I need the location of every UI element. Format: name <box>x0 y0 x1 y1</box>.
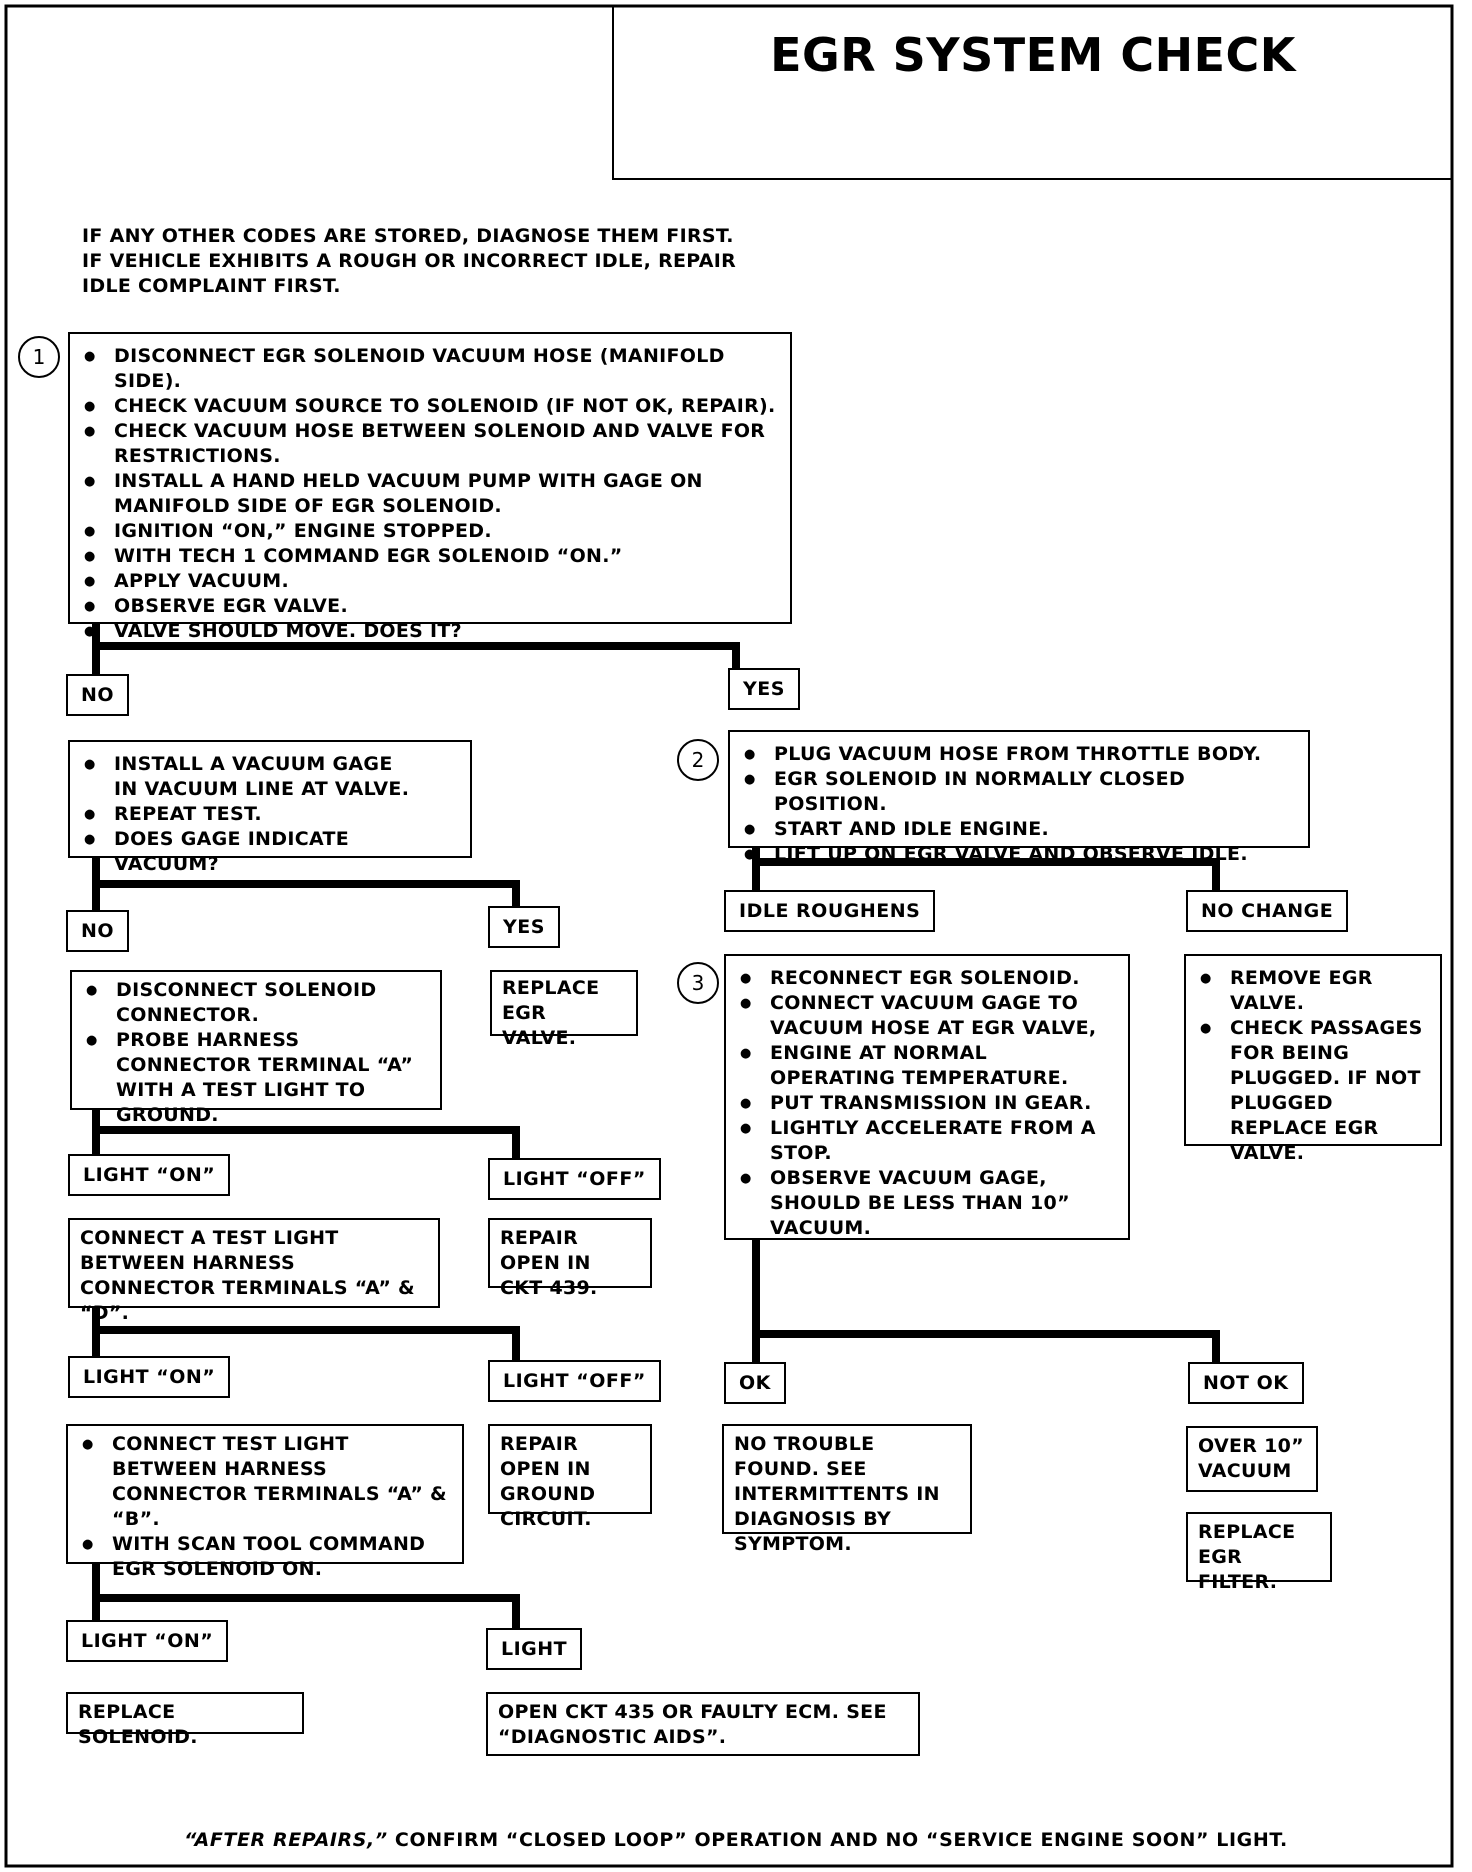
replace-egr-valve-text: REPLACE EGR VALVE. <box>502 977 600 1049</box>
step2-item: LIFT UP ON EGR VALVE AND OBSERVE IDLE. <box>742 842 1296 867</box>
step1-item: DISCONNECT EGR SOLENOID VACUUM HOSE (MAN… <box>82 344 778 394</box>
label-light-off-1: LIGHT “OFF” <box>488 1158 661 1200</box>
repair-open-439-box: REPAIR OPEN IN CKT 439. <box>488 1218 652 1299</box>
precondition-line: IDLE COMPLAINT FIRST. <box>82 275 341 297</box>
replace-egr-filter-box: REPLACE EGR FILTER. <box>1186 1512 1332 1593</box>
label-no-1: NO <box>66 674 130 716</box>
step1-box: DISCONNECT EGR SOLENOID VACUUM HOSE (MAN… <box>68 332 792 644</box>
step1-item: WITH TECH 1 COMMAND EGR SOLENOID “ON.” <box>82 544 778 569</box>
connector-line <box>752 1330 1220 1366</box>
step3-item: PUT TRANSMISSION IN GEAR. <box>738 1091 1116 1116</box>
connector-line <box>92 1326 520 1364</box>
vacuum-gage-box: INSTALL A VACUUM GAGE IN VACUUM LINE AT … <box>68 740 472 875</box>
step2-item: START AND IDLE ENGINE. <box>742 817 1296 842</box>
label-no-change: NO CHANGE <box>1186 890 1349 932</box>
repair-open-ground-box: REPAIR OPEN IN GROUND CIRCUIT. <box>488 1424 652 1530</box>
step1-item: IGNITION “ON,” ENGINE STOPPED. <box>82 519 778 544</box>
repair-open-439-text: REPAIR OPEN IN CKT 439. <box>500 1227 598 1299</box>
step1-item: VALVE SHOULD MOVE. DOES IT? <box>82 619 778 644</box>
step3-item: RECONNECT EGR SOLENOID. <box>738 966 1116 991</box>
label-yes-1: YES <box>728 668 800 710</box>
replace-egr-filter-text: REPLACE EGR FILTER. <box>1198 1521 1296 1593</box>
connect-test-light-ab-item: WITH SCAN TOOL COMMAND EGR SOLENOID ON. <box>80 1532 450 1582</box>
label-yes-2: YES <box>488 906 560 948</box>
label-no-2: NO <box>66 910 130 952</box>
remove-egr-valve-box: REMOVE EGR VALVE. CHECK PASSAGES FOR BEI… <box>1184 954 1442 1164</box>
step3-item: ENGINE AT NORMAL OPERATING TEMPERATURE. <box>738 1041 1116 1091</box>
vacuum-gage-item: INSTALL A VACUUM GAGE IN VACUUM LINE AT … <box>82 752 410 802</box>
step-number-3: 3 <box>677 962 719 1004</box>
replace-solenoid-text: REPLACE SOLENOID. <box>78 1701 198 1748</box>
disconnect-solenoid-item: PROBE HARNESS CONNECTOR TERMINAL “A” WIT… <box>84 1028 428 1128</box>
connect-test-light-ab-box: CONNECT TEST LIGHT BETWEEN HARNESS CONNE… <box>66 1424 464 1580</box>
label-ok: OK <box>724 1362 786 1404</box>
step2-box: PLUG VACUUM HOSE FROM THROTTLE BODY. EGR… <box>728 730 1310 867</box>
step3-item: LIGHTLY ACCELERATE FROM A STOP. <box>738 1116 1116 1166</box>
connect-test-light-ab-item: CONNECT TEST LIGHT BETWEEN HARNESS CONNE… <box>80 1432 450 1532</box>
connector-line <box>92 642 740 672</box>
precondition-line: IF ANY OTHER CODES ARE STORED, DIAGNOSE … <box>82 225 734 247</box>
connect-test-light-ad-text: CONNECT A TEST LIGHT BETWEEN HARNESS CON… <box>80 1227 415 1324</box>
no-trouble-found-box: NO TROUBLE FOUND. SEE INTERMITTENTS IN D… <box>722 1424 972 1555</box>
step1-item: INSTALL A HAND HELD VACUUM PUMP WITH GAG… <box>82 469 778 519</box>
connect-test-light-ad-box: CONNECT A TEST LIGHT BETWEEN HARNESS CON… <box>68 1218 440 1324</box>
connector-line <box>92 880 520 910</box>
label-light-on-1: LIGHT “ON” <box>68 1154 231 1196</box>
connector-line <box>92 1594 520 1632</box>
label-light-on-3: LIGHT “ON” <box>66 1620 229 1662</box>
step3-item: CONNECT VACUUM GAGE TO VACUUM HOSE AT EG… <box>738 991 1116 1041</box>
remove-egr-valve-item: CHECK PASSAGES FOR BEING PLUGGED. IF NOT… <box>1198 1016 1428 1166</box>
step3-box: RECONNECT EGR SOLENOID. CONNECT VACUUM G… <box>724 954 1130 1240</box>
repair-open-ground-text: REPAIR OPEN IN GROUND CIRCUIT. <box>500 1433 596 1530</box>
replace-egr-valve-box: REPLACE EGR VALVE. <box>490 970 638 1049</box>
disconnect-solenoid-item: DISCONNECT SOLENOID CONNECTOR. <box>84 978 428 1028</box>
preconditions-note: IF ANY OTHER CODES ARE STORED, DIAGNOSE … <box>82 224 736 299</box>
open-ckt-435-text: OPEN CKT 435 OR FAULTY ECM. SEE “DIAGNOS… <box>498 1701 887 1748</box>
footer-italic: “AFTER REPAIRS,” <box>184 1829 388 1851</box>
label-not-ok: NOT OK <box>1188 1362 1304 1404</box>
label-light-on-2: LIGHT “ON” <box>68 1356 231 1398</box>
over-10-vacuum-text: OVER 10” VACUUM <box>1198 1435 1304 1482</box>
label-idle-roughens: IDLE ROUGHENS <box>724 890 936 932</box>
step2-item: PLUG VACUUM HOSE FROM THROTTLE BODY. <box>742 742 1296 767</box>
vacuum-gage-item: REPEAT TEST. <box>82 802 410 827</box>
over-10-vacuum-box: OVER 10” VACUUM <box>1186 1426 1318 1492</box>
step3-item: OBSERVE VACUUM GAGE, SHOULD BE LESS THAN… <box>738 1166 1116 1241</box>
open-ckt-435-box: OPEN CKT 435 OR FAULTY ECM. SEE “DIAGNOS… <box>486 1692 920 1756</box>
label-light-3: LIGHT <box>486 1628 583 1670</box>
step2-item: EGR SOLENOID IN NORMALLY CLOSED POSITION… <box>742 767 1296 817</box>
footer-text: CONFIRM “CLOSED LOOP” OPERATION AND NO “… <box>387 1829 1288 1851</box>
step1-item: OBSERVE EGR VALVE. <box>82 594 778 619</box>
step1-item: CHECK VACUUM HOSE BETWEEN SOLENOID AND V… <box>82 419 778 469</box>
step1-item: CHECK VACUUM SOURCE TO SOLENOID (IF NOT … <box>82 394 778 419</box>
disconnect-solenoid-box: DISCONNECT SOLENOID CONNECTOR. PROBE HAR… <box>70 970 442 1126</box>
page-frame <box>4 4 1454 1868</box>
title-box: EGR SYSTEM CHECK <box>612 6 1452 180</box>
step-number-1: 1 <box>18 336 60 378</box>
step1-item: APPLY VACUUM. <box>82 569 778 594</box>
footer-note: “AFTER REPAIRS,” CONFIRM “CLOSED LOOP” O… <box>0 1829 1472 1851</box>
page-title: EGR SYSTEM CHECK <box>770 28 1296 82</box>
step-number-2: 2 <box>677 739 719 781</box>
replace-solenoid-box: REPLACE SOLENOID. <box>66 1692 304 1748</box>
vacuum-gage-item: DOES GAGE INDICATE VACUUM? <box>82 827 410 877</box>
precondition-line: IF VEHICLE EXHIBITS A ROUGH OR INCORRECT… <box>82 250 737 272</box>
no-trouble-found-text: NO TROUBLE FOUND. SEE INTERMITTENTS IN D… <box>734 1433 940 1555</box>
label-light-off-2: LIGHT “OFF” <box>488 1360 661 1402</box>
remove-egr-valve-item: REMOVE EGR VALVE. <box>1198 966 1428 1016</box>
connector-line <box>92 1126 520 1162</box>
